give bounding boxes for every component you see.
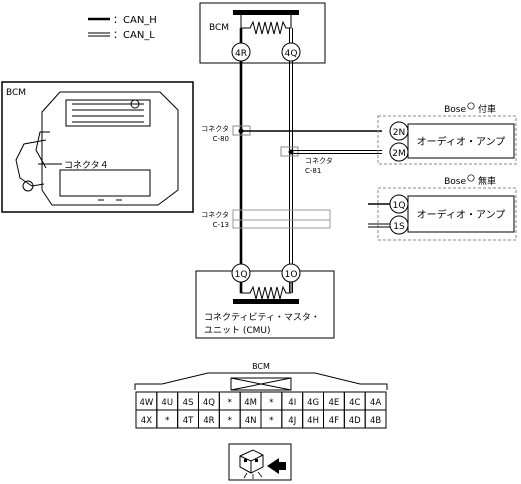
connector-c13-box-lower <box>232 219 331 229</box>
bcm-pin-4q: 4Q <box>281 42 301 62</box>
connector-callout-label: コネクタ４ <box>64 160 109 171</box>
pin-cell <box>364 409 387 429</box>
arrow-icon <box>267 458 286 474</box>
connector-c81-id: C-81 <box>305 167 321 175</box>
pin-label: 4R <box>203 416 214 426</box>
connector-c13-id: C-13 <box>213 221 229 229</box>
pin-label: * <box>269 416 274 426</box>
connector-housing-outline <box>134 372 388 390</box>
cmu-label-line1: コネクティビティ・マスタ・ <box>204 312 320 323</box>
bose-equipped-pin-2n-label: 2N <box>393 128 405 138</box>
bose-not-equipped-pin-1q: 1Q <box>389 194 409 214</box>
bose-equipped-dashed-box <box>377 115 517 165</box>
pin-label: 4H <box>307 416 319 426</box>
bose-equipped-suffix: 付車 <box>478 103 496 115</box>
pin-label: 4C <box>349 398 360 408</box>
bcm-terminator-bar <box>233 10 299 15</box>
cmu-label-line2: ユニット (CMU) <box>204 326 271 336</box>
pin-label: * <box>269 398 274 408</box>
bose-not-equipped-amp-box <box>407 195 515 233</box>
cmu-pin-1o: 1O <box>281 263 301 283</box>
pin-label: 4X <box>141 416 152 426</box>
pin-label: 4M <box>244 398 257 408</box>
bose-not-equipped-section: Bose 無車 1Q 1S オーディオ・アンプ <box>368 174 517 241</box>
pin-label: 4A <box>370 398 381 408</box>
bose-equipped-section: Bose 付車 2N 2M オーディオ・アンプ <box>377 102 517 165</box>
bcm-pin-4r: 4R <box>231 42 251 62</box>
bose-equipped-pin-2n: 2N <box>389 121 409 141</box>
bcm-pin-4r-label: 4R <box>235 49 247 59</box>
bcm-module: BCM <box>199 2 326 64</box>
can-h-legend-label: ：CAN_H <box>113 15 157 26</box>
cmu-box <box>195 270 335 339</box>
connector-c81: コネクタ C-81 <box>280 146 333 175</box>
pin-label: 4N <box>245 416 257 426</box>
pin-label: 4B <box>370 416 381 426</box>
bose-equipped-label: Bose <box>444 105 466 115</box>
bose-not-equipped-suffix: 無車 <box>478 175 496 187</box>
connector-c80-label: コネクタ <box>201 124 229 133</box>
connector-c13: コネクタ C-13 <box>201 209 331 229</box>
bose-equipped-amp-box <box>407 123 515 159</box>
bose-not-equipped-label: Bose <box>444 177 466 187</box>
pin-label: 4E <box>329 398 340 408</box>
bose-not-equipped-amp-label: オーディオ・アンプ <box>417 208 506 221</box>
pin-label: * <box>228 416 233 426</box>
connector-lock-cross-b <box>230 377 292 391</box>
pin-label: 4U <box>161 398 173 408</box>
pin-label: 4D <box>349 416 361 426</box>
connector-c81-label: コネクタ <box>305 156 333 165</box>
cmu-terminator-resistor <box>240 281 292 300</box>
bcm-pin-4q-label: 4Q <box>285 49 298 59</box>
connector-pin-cells: 4W 4U 4S 4Q * 4M * 4I 4G 4E 4C 4A 4X * 4T 4R * 4N * 4J 4H 4F 4… <box>135 391 387 429</box>
cmu-pin-1q: 1Q <box>231 263 251 283</box>
connector-c81-box <box>280 146 299 157</box>
legend: ：CAN_H ：CAN_L <box>88 15 157 41</box>
bose-equipped-pin-2m: 2M <box>389 142 409 162</box>
pin-label: 4Q <box>203 398 215 408</box>
cmu-module: 1Q 1O コネクティビティ・マスタ・ ユニット (CMU) <box>195 263 335 339</box>
pin-label: 4S <box>183 398 194 408</box>
bcm-label: BCM <box>209 23 229 33</box>
cmu-terminator-bar <box>233 299 299 304</box>
connector-c80-id: C-80 <box>213 135 229 143</box>
bose-not-equipped-pin-1q-label: 1Q <box>393 201 406 211</box>
connector-lock-tab <box>230 377 292 391</box>
harness-side-icon <box>228 443 292 481</box>
bcm-box <box>199 2 326 64</box>
connector-c80: コネクタ C-80 <box>201 124 251 143</box>
bcm-terminator-resistor <box>240 15 292 35</box>
registered-mark-icon <box>467 174 475 182</box>
registered-mark-icon <box>467 102 475 110</box>
bose-not-equipped-pin-1s-label: 1S <box>393 222 405 232</box>
pin-label: 4W <box>140 398 154 408</box>
can-l-splice-dot <box>288 149 294 155</box>
cmu-pin-1q-label: 1Q <box>235 270 248 280</box>
bcm-photo-frame <box>1 81 194 213</box>
pin-label: 4T <box>183 416 194 426</box>
bose-not-equipped-pin-1s: 1S <box>389 215 409 235</box>
connector-c13-label: コネクタ <box>201 210 229 219</box>
bcm-photo-title: BCM <box>6 88 26 98</box>
can-l-legend-label: ：CAN_L <box>113 30 155 41</box>
pin-label: * <box>165 416 170 426</box>
bcm-photo: BCM コネクタ４ <box>1 81 194 213</box>
pin-label: 4G <box>307 398 319 408</box>
bose-equipped-pin-2m-label: 2M <box>392 149 406 159</box>
connector-face-title: BCM <box>252 362 270 371</box>
pin-label: 4J <box>288 416 296 426</box>
pin-label: * <box>228 398 233 408</box>
pin-label: 4I <box>288 398 296 408</box>
bcm-unit-drawing <box>15 91 179 206</box>
connector-c13-box-upper <box>232 209 331 221</box>
bose-equipped-amp-label: オーディオ・アンプ <box>417 135 506 148</box>
cmu-pin-1o-label: 1O <box>285 270 298 280</box>
can-h-splice-dot <box>238 128 244 134</box>
pin-label: 4F <box>329 416 339 426</box>
